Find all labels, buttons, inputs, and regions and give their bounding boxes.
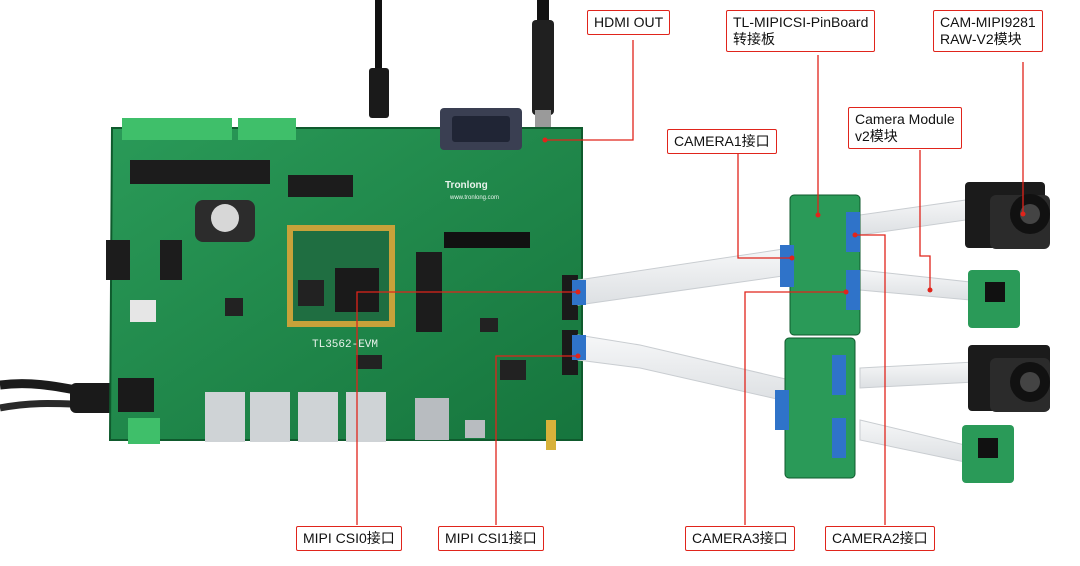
label-camera1: CAMERA1接口 [667, 129, 777, 154]
label-camera2: CAMERA2接口 [825, 526, 935, 551]
label-cam9281-line2: RAW-V2模块 [940, 31, 1022, 47]
camera-module-v2-top [968, 270, 1020, 328]
label-pinboard-line1: TL-MIPICSI-PinBoard [733, 14, 869, 30]
label-mipi-csi0: MIPI CSI0接口 [296, 526, 402, 551]
label-camera2-text: CAMERA2接口 [832, 530, 928, 546]
pinboard-adapter-bottom [775, 337, 856, 479]
label-pinboard-line2: 转接板 [733, 31, 775, 47]
label-pinboard: TL-MIPICSI-PinBoard 转接板 [726, 10, 876, 52]
label-camera-module: Camera Module v2模块 [848, 107, 962, 149]
silkscreen-url: www.tronlong.com [449, 195, 499, 201]
silkscreen-brand: Tronlong [445, 180, 488, 191]
label-camera3-text: CAMERA3接口 [692, 530, 788, 546]
camera-module-9281-top [965, 182, 1050, 249]
label-camera3: CAMERA3接口 [685, 526, 795, 551]
label-mipi-csi1: MIPI CSI1接口 [438, 526, 544, 551]
pinboard-adapter-top [780, 194, 861, 336]
label-mipi-csi0-text: MIPI CSI0接口 [303, 530, 395, 546]
label-hdmi-out: HDMI OUT [587, 10, 671, 35]
callout-lines [356, 40, 1024, 525]
label-mipi-csi1-text: MIPI CSI1接口 [445, 530, 537, 546]
label-camera-module-line1: Camera Module [855, 111, 955, 127]
main-board [106, 108, 583, 450]
label-cam9281: CAM-MIPI9281 RAW-V2模块 [933, 10, 1043, 52]
label-camera1-text: CAMERA1接口 [674, 133, 770, 149]
label-cam9281-line1: CAM-MIPI9281 [940, 14, 1036, 30]
camera-module-9281-bottom [968, 345, 1050, 412]
silkscreen-model: TL3562-EVM [312, 339, 378, 351]
camera-module-v2-bottom [962, 425, 1014, 483]
label-camera-module-line2: v2模块 [855, 128, 898, 144]
label-hdmi-out-text: HDMI OUT [594, 14, 664, 30]
